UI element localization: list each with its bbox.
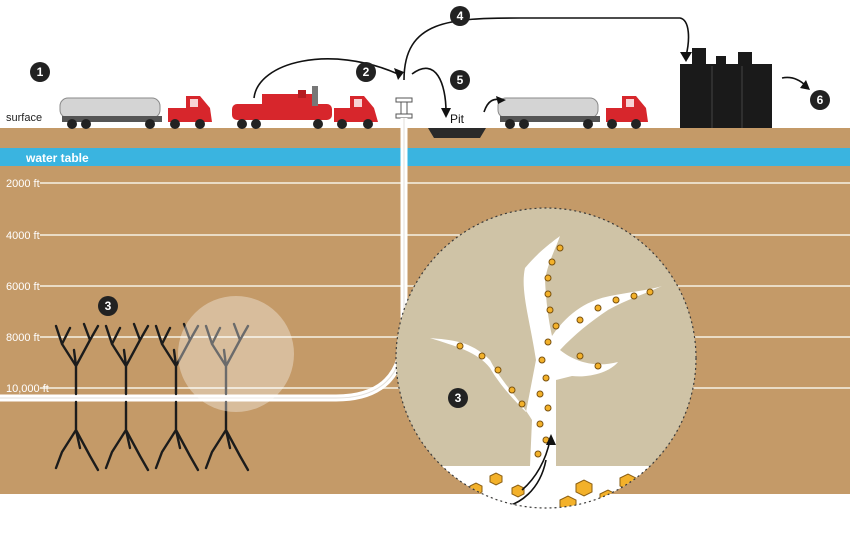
step-badge-3: 3: [98, 296, 118, 316]
svg-text:4: 4: [457, 9, 464, 23]
pump-truck: [232, 86, 378, 129]
fracture-1: [54, 322, 100, 472]
step-badge-4: 4: [450, 6, 470, 26]
fracture-2: [104, 322, 150, 472]
depth-label-2000: 2000 ft: [6, 178, 40, 190]
fracture-4: [204, 322, 250, 472]
svg-text:6: 6: [817, 93, 824, 107]
svg-text:5: 5: [457, 73, 464, 87]
zoom-source-highlight: [178, 296, 294, 412]
water-table-label: water table: [25, 151, 89, 165]
step-badge-1: 1: [30, 62, 50, 82]
svg-text:1: 1: [37, 65, 44, 79]
surface-label: surface: [6, 112, 42, 124]
svg-text:2: 2: [363, 65, 370, 79]
arrow-heads: [394, 52, 810, 118]
bottom-margin: [0, 494, 850, 546]
storage-tanks: [680, 48, 772, 128]
tanker-truck-1: [59, 96, 212, 129]
step-badge-2: 2: [356, 62, 376, 82]
depth-label-10000: 10,000 ft: [6, 383, 49, 395]
step-badge-6: 6: [810, 90, 830, 110]
wellhead: [395, 97, 413, 119]
depth-label-6000: 6000 ft: [6, 281, 40, 293]
step-badge-3-zoom: 3: [448, 388, 468, 408]
fracture-3: [154, 322, 200, 472]
fracture-network: [54, 322, 250, 472]
depth-label-4000: 4000 ft: [6, 230, 40, 242]
pit: [428, 128, 486, 138]
step-badge-5: 5: [450, 70, 470, 90]
svg-text:3: 3: [455, 391, 462, 405]
tanker-truck-2: [497, 96, 648, 129]
pit-label: Pit: [450, 112, 465, 126]
svg-text:3: 3: [105, 299, 112, 313]
water-table-band: [0, 148, 850, 166]
depth-label-8000: 8000 ft: [6, 332, 40, 344]
